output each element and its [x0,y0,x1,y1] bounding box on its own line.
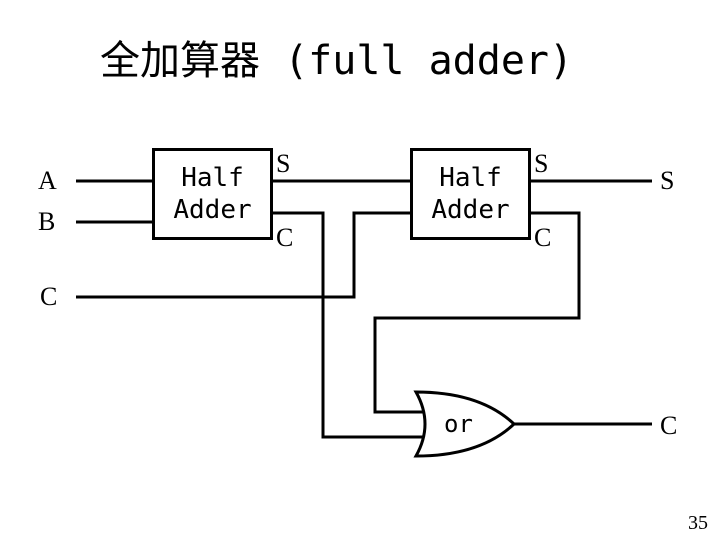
page-number: 35 [688,512,708,534]
half-adder-1: Half Adder [152,148,273,240]
half-adder-2-c-label: C [534,223,552,252]
input-b-label: B [38,207,56,236]
or-gate-shape [413,390,517,458]
half-adder-1-line2: Adder [173,195,252,225]
half-adder-1-line1: Half [181,162,244,193]
slide-title: 全加算器 (full adder) [100,38,574,84]
half-adder-1-c-label: C [276,223,294,252]
half-adder-2: Half Adder [410,148,531,240]
input-c-label: C [40,282,58,311]
wire-ha2-c-to-or [373,211,581,414]
half-adder-2-line1: Half [439,162,502,193]
output-s-label: S [660,166,675,195]
half-adder-2-s-label: S [534,149,549,178]
half-adder-1-s-label: S [276,149,291,178]
wire-ha1-c-to-or [273,211,430,439]
input-a-label: A [38,166,57,195]
wire-input-c-to-ha2 [76,211,412,299]
or-gate-label: or [444,410,473,438]
half-adder-2-line2: Adder [431,195,510,225]
output-c-label: C [660,411,678,440]
